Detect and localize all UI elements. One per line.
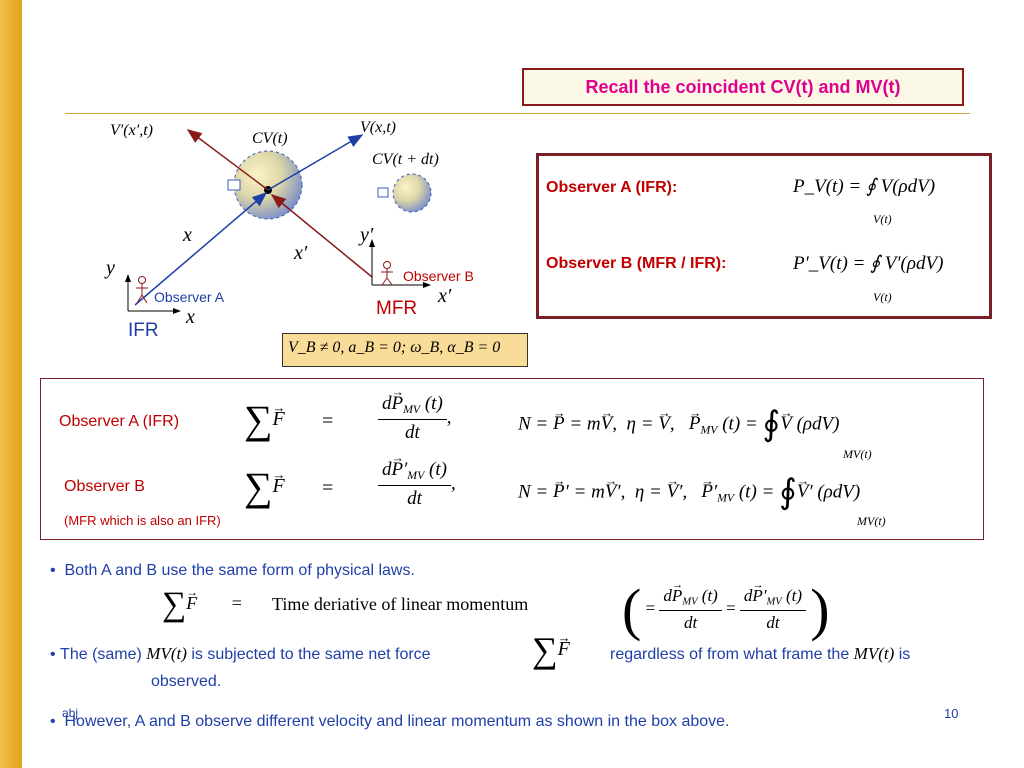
observer-a-label: Observer A (154, 289, 225, 305)
left-accent-bar (0, 0, 22, 768)
mfr-label: MFR (376, 298, 418, 319)
pv-limit: V(t) (873, 212, 892, 226)
bullet-2-post: regardless of from what frame the (610, 646, 854, 663)
y-axis-label: y (106, 257, 115, 279)
bullet-1-eq-text: Time deriative of linear momentum (272, 594, 529, 614)
yprime-axis-label: y′ (360, 224, 374, 246)
xprime-vector-label: x′ (294, 242, 308, 264)
condition-box (282, 333, 528, 367)
cv-t-ball (233, 150, 303, 220)
observer-b-label: Observer B (403, 268, 474, 284)
momentum-obs-a: Observer A (IFR): (546, 179, 678, 196)
cv-t-label: CV(t) (252, 130, 288, 147)
pv-equation: P_V(t) = ∮ V(ρdV) (793, 176, 936, 197)
bullet-1-sum: ∑F = (162, 586, 242, 622)
page-number: 10 (944, 706, 959, 721)
momentum-obs-b: Observer B (MFR / IFR): (546, 255, 727, 272)
bullet-2-end: is (894, 646, 911, 663)
dp-dt-a: dPMV (t)dt, (378, 385, 452, 444)
ifr-label: IFR (128, 320, 159, 341)
bullet-2-mvt2: MV(t) (853, 644, 895, 663)
v-label: V(x,t) (360, 119, 396, 136)
momentum-box (536, 153, 992, 319)
vprime-label: V′(x′,t) (110, 122, 153, 139)
equals-a: = (322, 410, 334, 432)
sum-f-a: ∑F (244, 400, 285, 440)
bullet-1-paren-eq: ( = dPMV (t)dt = dP′MV (t)dt ) (622, 576, 830, 643)
bullet-2-sum: ∑F (532, 630, 570, 668)
observer-b-figure (381, 261, 393, 286)
force-obs-b-note: (MFR which is also an IFR) (64, 513, 221, 528)
cv-tdt-label: CV(t + dt) (372, 151, 439, 168)
condition-equation: V_B ≠ 0, a_B = 0; ω_B, α_B = 0 (288, 339, 501, 356)
bullet-2: • The (same) MV(t) is subjected to the s… (50, 644, 431, 663)
bullet-2-cont: regardless of from what frame the MV(t) … (610, 644, 910, 664)
observer-a-figure (136, 276, 148, 304)
n-relation-b: N = P′ = mV′, η = V′, P′MV (t) = ∮V′ (ρd… (518, 474, 860, 510)
bullet-2-pre: The (same) (60, 646, 147, 663)
bullet-3: • However, A and B observe different vel… (50, 713, 730, 730)
slide-title: Recall the coincident CV(t) and MV(t) (522, 68, 964, 106)
xprime-axis-label: x′ (438, 285, 452, 307)
footer-author: abj (62, 706, 79, 720)
n-relation-a: N = P = mV, η = V, PMV (t) = ∮V (ρdV) (518, 406, 839, 442)
pv-prime-limit: V(t) (873, 290, 892, 304)
x-vector-label: x (183, 224, 192, 246)
x-axis-label: x (186, 306, 195, 328)
equals-b: = (322, 477, 334, 499)
dp-dt-b: dP′MV (t)dt, (378, 451, 456, 510)
cv-tdt-ball (392, 173, 432, 213)
force-obs-b: Observer B (64, 478, 145, 495)
header-rule (65, 113, 970, 114)
bullet-1-text: Both A and B use the same form of physic… (64, 562, 415, 579)
mv-limit-b: MV(t) (857, 514, 886, 528)
frames-diagram (125, 129, 432, 314)
bullet-2-mid: is subjected to the same net force (186, 646, 431, 663)
sum-f-b: ∑F (244, 467, 285, 507)
bullet-2-mvt: MV(t) (146, 644, 187, 663)
bullet-3-text: However, A and B observe different veloc… (64, 713, 730, 730)
force-box (40, 378, 984, 540)
bullet-2-observed: observed. (151, 673, 222, 690)
force-obs-a: Observer A (IFR) (59, 413, 180, 430)
mv-limit-a: MV(t) (843, 447, 872, 461)
bullet-1: • Both A and B use the same form of phys… (50, 562, 415, 579)
pv-prime-equation: P′_V(t) = ∮ V′(ρdV) (793, 253, 944, 274)
